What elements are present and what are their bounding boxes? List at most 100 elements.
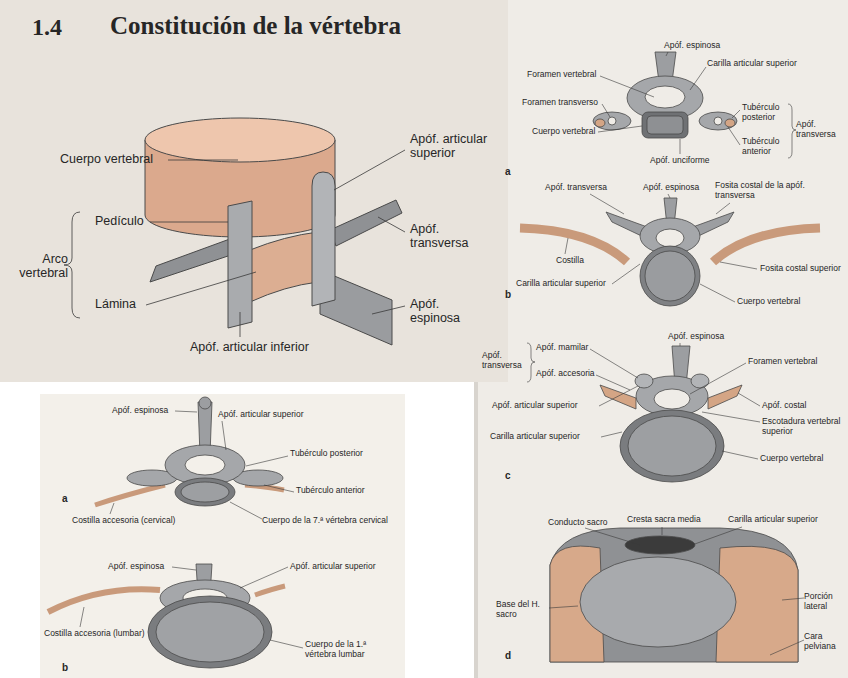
bone-shape <box>599 386 638 406</box>
panel-letter: c <box>505 470 517 482</box>
part-label: Tubérculo anterior <box>742 137 788 157</box>
panel-letter: a <box>62 493 74 505</box>
part-label: Fosita costal de la apóf. transversa <box>715 181 807 201</box>
part-label: Apóf. articular superior <box>218 410 330 420</box>
bone-shape <box>372 306 405 314</box>
part-label: Pedículo <box>95 214 155 228</box>
bone-shape <box>656 229 684 247</box>
bone-shape <box>680 343 681 346</box>
part-label: Apóf. articular superior <box>492 401 600 411</box>
bone-shape <box>175 478 235 506</box>
part-label: Base del H. sacro <box>496 600 548 620</box>
part-label: Cuerpo de la 1.ª vértebra lumbar <box>305 640 389 660</box>
bone-shape <box>40 394 405 678</box>
bone-shape <box>156 602 264 662</box>
bone-shape <box>668 194 670 198</box>
part-label: Carilla articular superior <box>490 432 602 442</box>
bone-shape <box>240 312 241 337</box>
part-label: Apóf. espinosa <box>664 41 736 51</box>
bone-shape <box>692 527 742 545</box>
page-title: Constitución de la vértebra <box>110 12 500 41</box>
bone-shape <box>608 117 616 125</box>
bone-shape <box>725 119 735 127</box>
part-label: Apóf. espinosa <box>668 332 740 342</box>
part-label: Apóf. articular superior <box>410 132 492 161</box>
part-label: Carilla articular superior <box>728 515 840 525</box>
part-label: Apóf. transversa <box>545 183 623 193</box>
sacrum-top <box>550 528 798 662</box>
bone-shape <box>628 416 716 476</box>
part-label: Cuerpo de la 7.ª vértebra cervical <box>262 516 404 526</box>
bone-shape <box>602 104 610 117</box>
bone-shape <box>550 528 798 662</box>
lumbar-vertebra-top <box>600 346 742 482</box>
bone-shape <box>527 343 535 382</box>
part-label: Apóf. transversa <box>482 351 526 371</box>
panel-letter: b <box>505 289 517 301</box>
bone-shape <box>172 567 196 570</box>
leader-lines <box>527 52 804 655</box>
part-label: Apóf. espinosa <box>643 183 711 193</box>
bone-shape <box>378 217 405 232</box>
bone-shape <box>600 385 636 409</box>
part-label: Cara pelviana <box>804 632 844 652</box>
bone-shape <box>642 112 688 138</box>
section-number: 1.4 <box>32 14 102 42</box>
bone-shape <box>549 606 578 608</box>
panel-letter: a <box>505 166 517 178</box>
bone-shape <box>680 139 681 154</box>
part-label: Apóf. articular inferior <box>190 340 390 354</box>
part-label: Apóf. accesoria <box>536 369 608 379</box>
schematic-vertebra <box>145 118 402 345</box>
bone-shape <box>699 112 737 130</box>
part-label: Costilla accesoria (cervical) <box>72 516 204 526</box>
bone-shape <box>228 201 252 328</box>
part-label: Porción lateral <box>804 592 844 612</box>
part-label: Cuerpo vertebral <box>760 454 836 464</box>
part-label: Costilla <box>556 256 600 266</box>
bone-shape <box>722 451 758 459</box>
bone-shape <box>145 118 335 162</box>
bone-shape <box>640 246 700 306</box>
part-label: Fosita costal superior <box>760 264 842 274</box>
bone-shape <box>181 482 229 502</box>
bone-shape <box>645 251 695 301</box>
bone-shape <box>716 203 730 214</box>
bone-shape <box>168 160 238 161</box>
part-label: Cresta sacra media <box>627 515 715 525</box>
bone-shape <box>590 194 624 214</box>
bone-shape <box>782 598 804 600</box>
bone-shape <box>264 485 294 492</box>
bone-shape <box>185 455 225 475</box>
bone-shape <box>647 116 683 134</box>
bone-shape <box>770 640 804 655</box>
bone-shape <box>666 52 668 56</box>
bone-shape <box>702 412 760 422</box>
bone-shape <box>690 363 746 394</box>
part-label: Tubérculo posterior <box>290 449 382 459</box>
part-label: Foramen vertebral <box>748 357 830 367</box>
l1-vertebra-top <box>48 564 285 668</box>
bone-shape <box>714 117 722 125</box>
bone-shape <box>708 385 742 409</box>
bone-shape <box>330 200 402 246</box>
bone-shape <box>580 557 736 647</box>
bone-shape <box>148 596 272 668</box>
bone-shape <box>654 389 690 409</box>
bone-shape <box>334 150 405 190</box>
bone-shape <box>222 421 226 450</box>
bone-shape <box>585 528 640 545</box>
bone-shape <box>590 349 638 378</box>
part-label: Foramen transverso <box>522 98 604 108</box>
part-label: Conducto sacro <box>548 518 620 528</box>
part-label: Apóf. transversa <box>796 120 842 140</box>
part-label: Lámina <box>95 297 155 311</box>
part-label: Apóf. articular superior <box>290 562 402 572</box>
bone-shape <box>80 607 84 627</box>
leader-lines <box>64 150 405 337</box>
panel-letter: d <box>505 650 517 662</box>
panel-letter: b <box>62 662 74 674</box>
bone-shape <box>700 284 735 302</box>
part-label: Foramen vertebral <box>527 70 607 80</box>
